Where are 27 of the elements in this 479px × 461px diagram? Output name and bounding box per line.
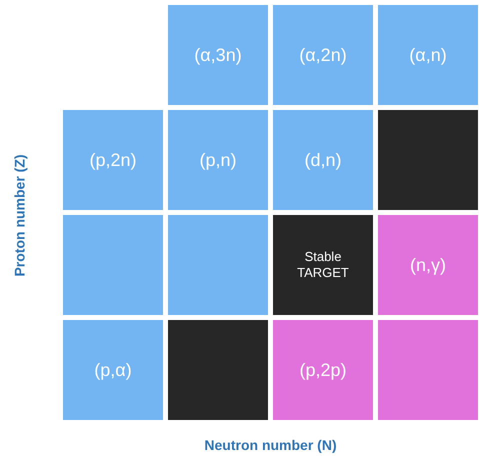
axis-label: Proton number (Z) (10, 154, 28, 276)
axis-label: Neutron number (N) (204, 436, 337, 455)
reaction-cell (378, 215, 478, 315)
reaction-cell (63, 110, 163, 210)
reaction-label: (p,n) (199, 148, 236, 172)
reaction-label: (p,2p) (299, 358, 347, 382)
reaction-label: (α,n) (409, 44, 447, 67)
reaction-cell (168, 5, 268, 105)
reaction-label: (n,γ) (410, 254, 446, 277)
nuclide-cell (168, 320, 268, 420)
reaction-label: (d,n) (304, 148, 342, 172)
reaction-cell (378, 5, 478, 105)
reaction-cell (273, 215, 373, 315)
reaction-cell (168, 110, 268, 210)
nuclide-cell (378, 110, 478, 210)
reaction-cell (63, 320, 163, 420)
reaction-label: (p,α) (94, 358, 132, 382)
reaction-cell (273, 5, 373, 105)
reaction-label: (α,2n) (299, 44, 347, 67)
nuclide-cell (63, 215, 163, 315)
reaction-label: (p,2n) (89, 148, 137, 172)
reaction-cell (273, 110, 373, 210)
nuclide-cell (378, 320, 478, 420)
target-label: Stable TARGET (296, 249, 350, 281)
reaction-label: (α,3n) (194, 44, 242, 67)
nuclide-cell (168, 215, 268, 315)
reaction-cell (273, 320, 373, 420)
